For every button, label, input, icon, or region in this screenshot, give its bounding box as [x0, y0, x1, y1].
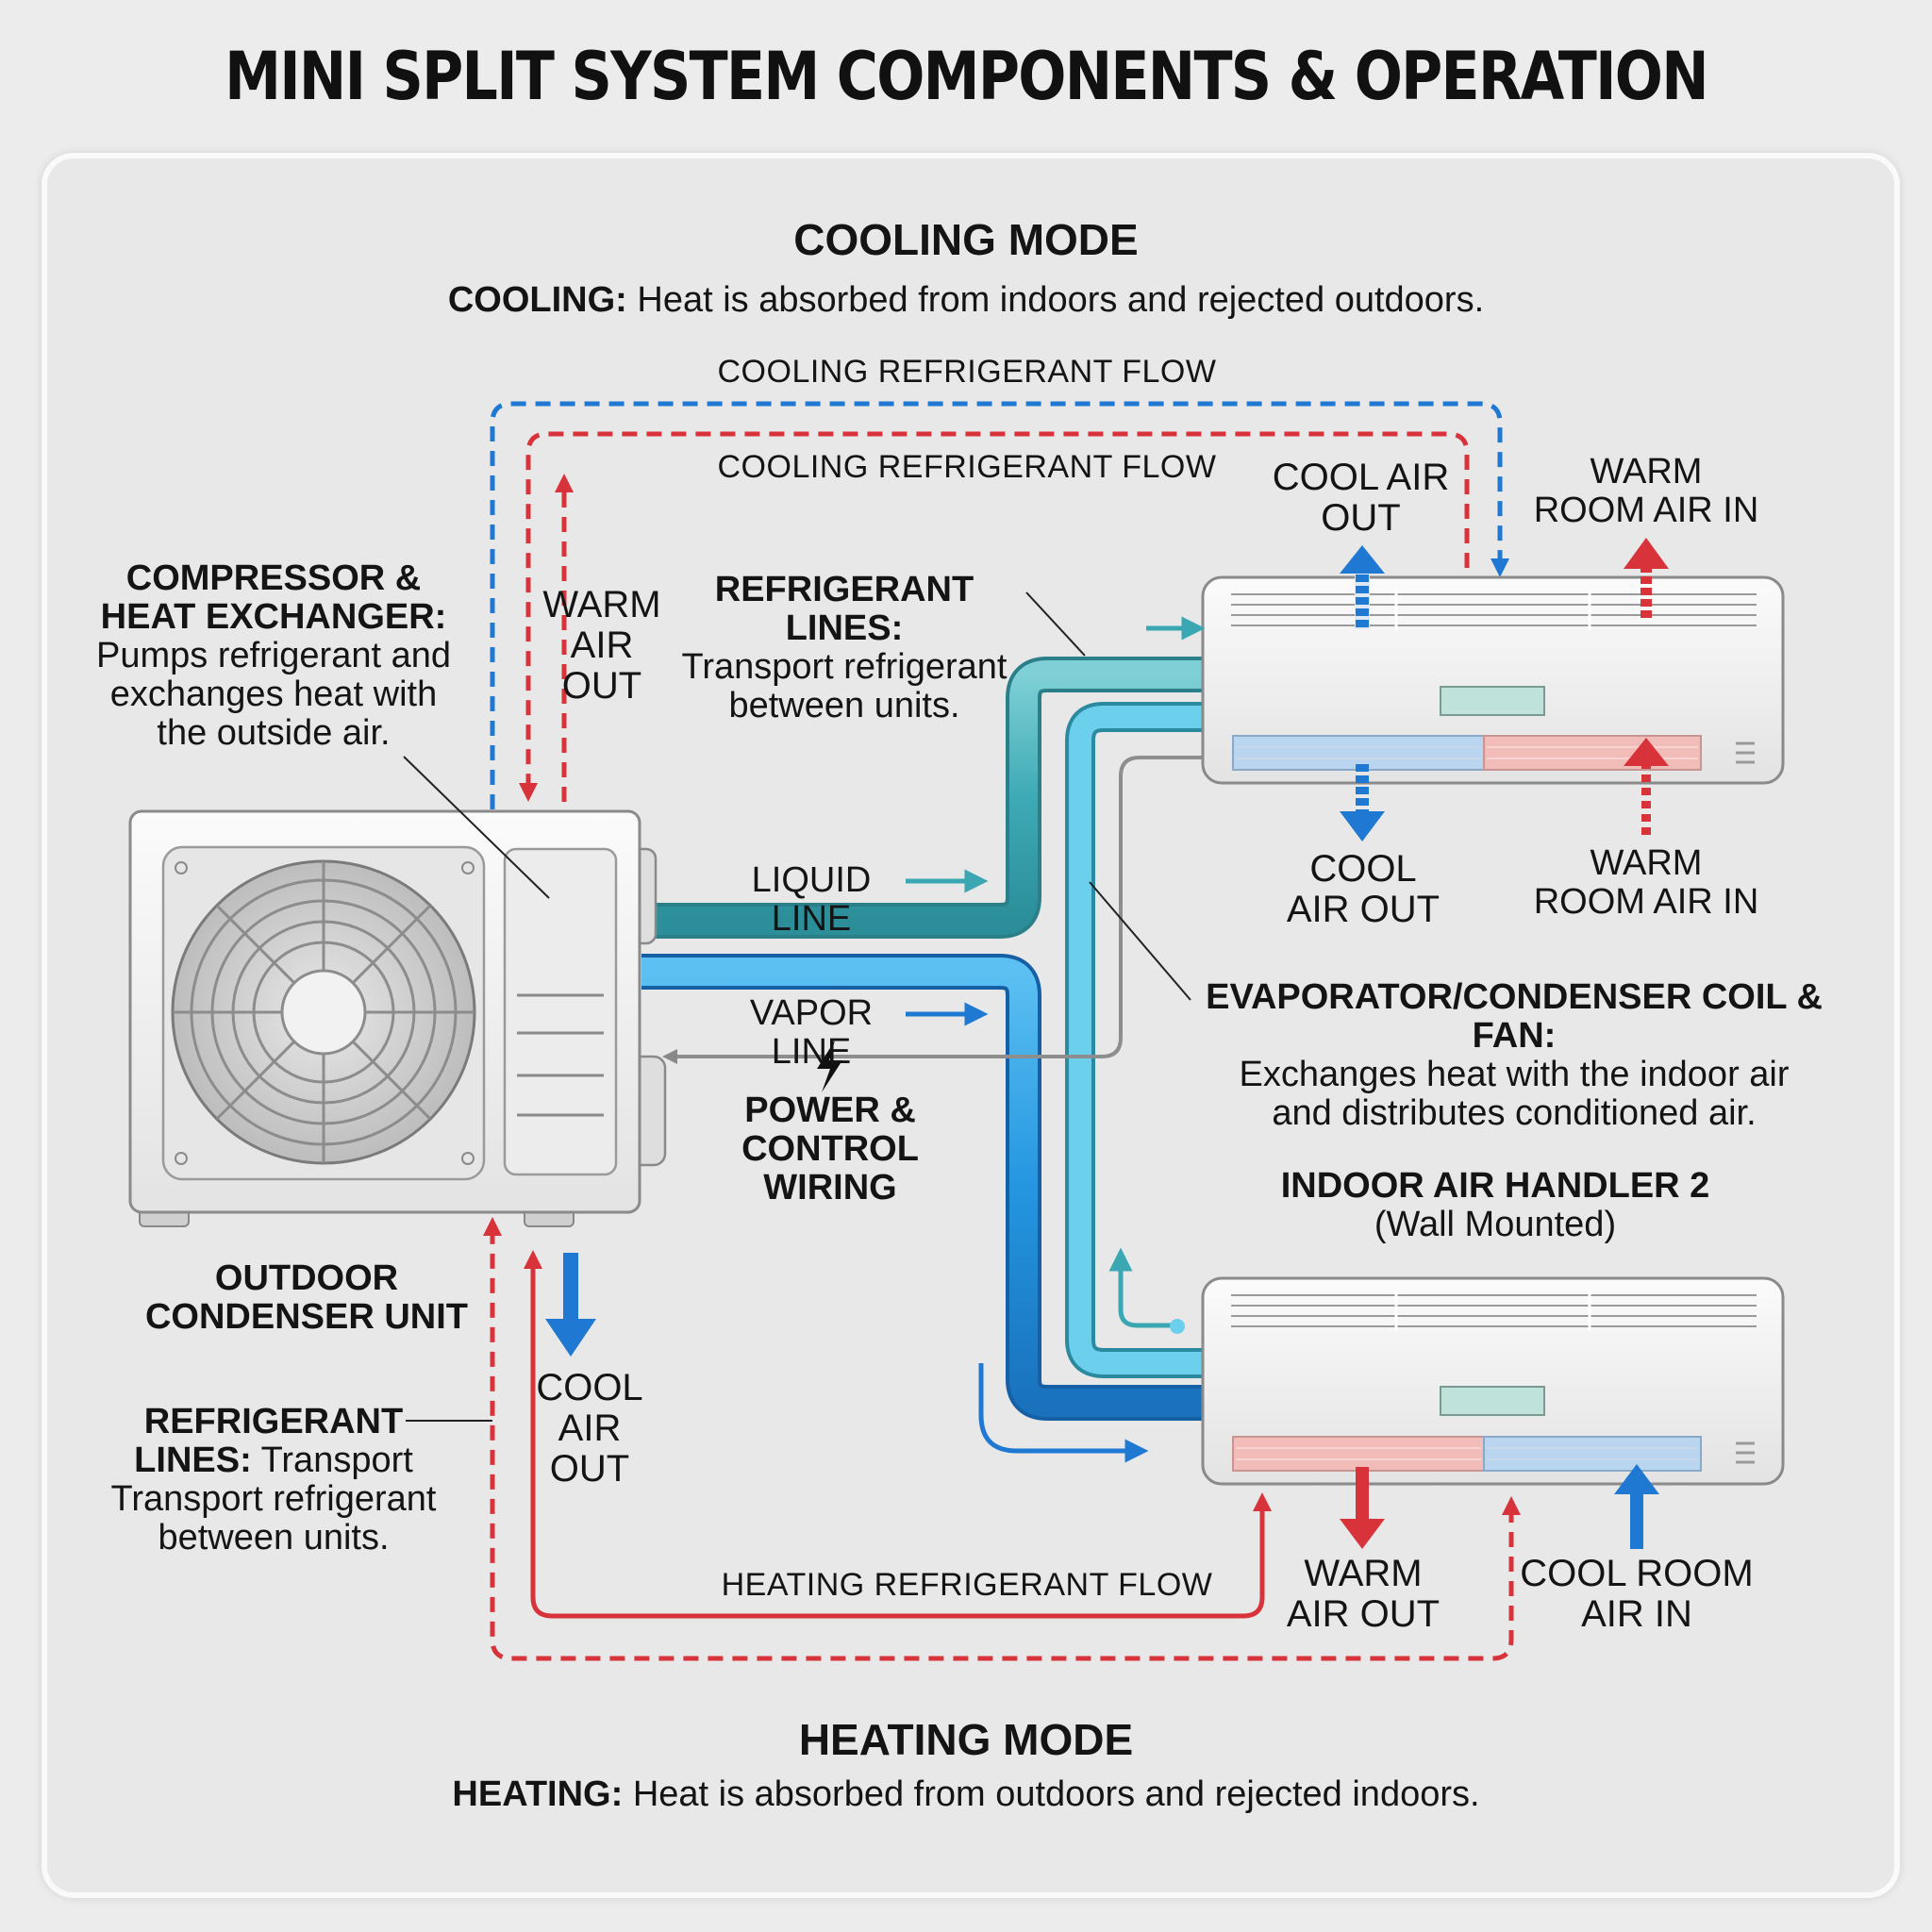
air-flow-arrows [545, 538, 1669, 1549]
cooling-description: COOLING: Heat is absorbed from indoors a… [400, 280, 1532, 320]
u1-cool-top-2: OUT [1321, 497, 1401, 540]
evaporator-desc-1: Exchanges heat with the indoor air [1239, 1055, 1790, 1095]
power-line-2: CONTROL [741, 1129, 919, 1170]
heating-text: Heat is absorbed from outdoors and rejec… [623, 1774, 1480, 1814]
power-line-3: WIRING [763, 1168, 897, 1208]
unit1-cool-air-out-top-label: COOL AIR OUT [1264, 457, 1457, 540]
u2-warm-1: WARM [1304, 1553, 1423, 1594]
cooling-lead: COOLING: [447, 280, 627, 320]
ref-lines-top-title: REFRIGERANT LINES: [714, 570, 974, 649]
unit1-warm-room-air-in-top-label: WARM ROOM AIR IN [1528, 452, 1764, 531]
leader-lines [403, 591, 1191, 1422]
cool-air-line-3: OUT [549, 1448, 630, 1491]
compressor-title-1: COMPRESSOR & [125, 558, 422, 598]
heating-flow-lines [483, 1217, 1521, 1661]
warm-air-line-3: OUT [561, 665, 642, 708]
u2-warm-2: AIR OUT [1286, 1593, 1441, 1636]
cooling-flow-lines [490, 401, 1509, 809]
heating-lead: HEATING: [452, 1774, 624, 1814]
ref-lines-left-desc-1: Transport refrigerant [110, 1479, 437, 1520]
ah2-subtitle: (Wall Mounted) [1374, 1205, 1617, 1245]
u1-warm-top-1: WARM [1590, 452, 1703, 491]
page-title: MINI SPLIT SYSTEM COMPONENTS & OPERATION [225, 38, 1709, 115]
unit2-warm-air-out-label: WARM AIR OUT [1269, 1553, 1457, 1636]
ref-lines-left-title-1: REFRIGERANT [143, 1402, 404, 1441]
refrigerant-lines-left-label: REFRIGERANT LINES: Transport Transport r… [85, 1402, 462, 1558]
compressor-title-2: HEAT EXCHANGER: [100, 597, 447, 638]
compressor-label: COMPRESSOR & HEAT EXCHANGER: Pumps refri… [75, 558, 472, 754]
outdoor-cool-air-out-label: COOL AIR OUT [524, 1367, 656, 1491]
cool-air-line-1: COOL [536, 1367, 643, 1408]
u1-warm-top-2: ROOM AIR IN [1533, 491, 1759, 531]
refrigerant-pipes [641, 657, 1208, 1421]
heating-description: HEATING: Heat is absorbed from outdoors … [353, 1774, 1579, 1814]
vapor-line-label: VAPOR LINE [749, 993, 874, 1073]
ref-lines-top-desc-1: Transport refrigerant [681, 647, 1008, 688]
evaporator-title: EVAPORATOR/CONDENSER COIL & FAN: [1206, 977, 1823, 1057]
indoor-air-handler-2-label: INDOOR AIR HANDLER 2 (Wall Mounted) [1250, 1166, 1740, 1245]
evaporator-label: EVAPORATOR/CONDENSER COIL & FAN: Exchang… [1184, 977, 1844, 1134]
u1-cool-bot-1: COOL [1309, 848, 1417, 890]
cooling-mode-heading: COOLING MODE [793, 215, 1139, 264]
ref-lines-top-desc-2: between units. [728, 686, 960, 726]
ref-lines-left-desc-2: between units. [158, 1518, 390, 1558]
cooling-text: Heat is absorbed from indoors and reject… [626, 280, 1485, 320]
ah2-title: INDOOR AIR HANDLER 2 [1280, 1166, 1710, 1206]
cool-air-line-2: AIR [558, 1407, 622, 1450]
outdoor-unit-label: OUTDOOR CONDENSER UNIT [113, 1258, 500, 1338]
heating-flow-label: HEATING REFRIGERANT FLOW [721, 1567, 1213, 1603]
u1-warm-bot-1: WARM [1590, 843, 1703, 883]
outdoor-condenser-unit [128, 809, 667, 1227]
ref-lines-left-inline: Transport [251, 1441, 413, 1481]
u1-warm-bot-2: ROOM AIR IN [1533, 882, 1759, 923]
ref-lines-left-title-2: LINES: [134, 1441, 252, 1481]
lightning-icon [817, 1041, 842, 1092]
u1-cool-bot-2: AIR OUT [1286, 889, 1441, 931]
heating-mode-heading: HEATING MODE [798, 1715, 1134, 1764]
compressor-desc-2: exchanges heat with [109, 675, 438, 715]
u2-cool-1: COOL ROOM [1520, 1553, 1754, 1594]
fan-icon [171, 859, 476, 1165]
cooling-flow-label-inner: COOLING REFRIGERANT FLOW [717, 449, 1217, 485]
outdoor-unit-line-1: OUTDOOR [214, 1258, 399, 1298]
cooling-flow-label-top: COOLING REFRIGERANT FLOW [717, 354, 1217, 390]
liquid-line-label: LIQUID LINE [751, 860, 872, 940]
u1-cool-top-1: COOL AIR [1272, 457, 1450, 498]
refrigerant-lines-top-label: REFRIGERANT LINES: Transport refrigerant… [665, 570, 1024, 726]
warm-air-line-2: AIR [570, 625, 634, 667]
power-wiring-label: POWER & CONTROL WIRING [722, 1091, 939, 1208]
compressor-desc-1: Pumps refrigerant and [96, 636, 451, 676]
evaporator-desc-2: and distributes conditioned air. [1272, 1093, 1757, 1134]
unit1-warm-room-air-in-bottom-label: WARM ROOM AIR IN [1528, 843, 1764, 923]
unit2-cool-room-air-in-label: COOL ROOM AIR IN [1519, 1553, 1755, 1636]
warm-air-line-1: WARM [542, 584, 661, 625]
u2-cool-2: AIR IN [1581, 1593, 1692, 1636]
outdoor-unit-line-2: CONDENSER UNIT [144, 1297, 469, 1338]
power-line-1: POWER & [744, 1091, 916, 1130]
outdoor-warm-air-out-label: WARM AIR OUT [536, 584, 668, 708]
unit1-cool-air-out-bottom-label: COOL AIR OUT [1269, 848, 1457, 931]
indoor-air-handler-1 [1201, 575, 1785, 785]
compressor-desc-3: the outside air. [157, 713, 391, 754]
indoor-air-handler-2 [1201, 1276, 1785, 1486]
